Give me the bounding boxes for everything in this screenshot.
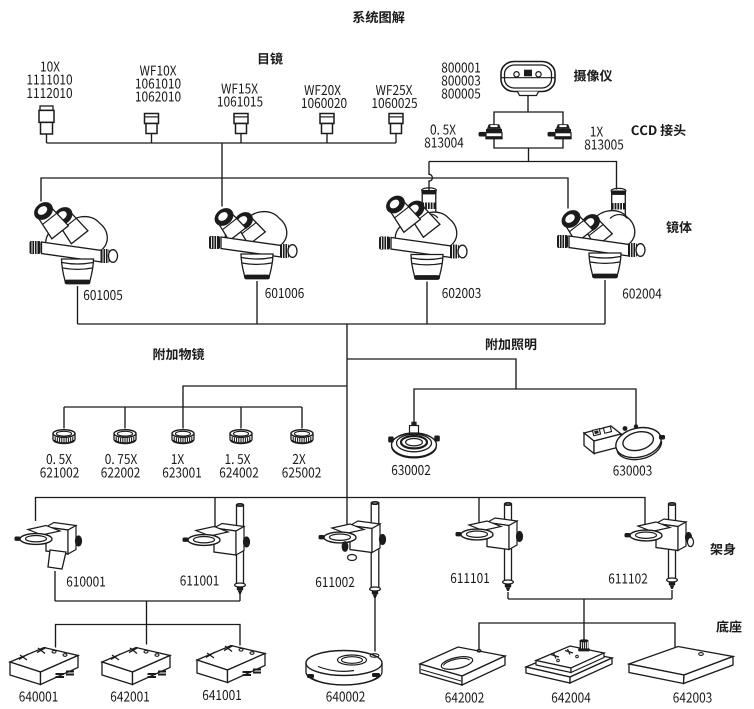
base-code-6 bbox=[673, 692, 712, 703]
camera-code-0 bbox=[441, 62, 481, 73]
stand-code-2 bbox=[315, 576, 355, 588]
objective-name-0 bbox=[46, 453, 72, 465]
ccd-name-0 bbox=[430, 124, 456, 135]
section-label-ccd bbox=[631, 123, 686, 137]
base-code-0 bbox=[19, 691, 58, 702]
eyepiece-name-4 bbox=[375, 84, 413, 96]
body-code-2 bbox=[442, 287, 481, 299]
section-label-objectives bbox=[153, 347, 205, 361]
lamp-symbols bbox=[388, 421, 665, 461]
eyepiece-symbol-wf20x bbox=[319, 112, 335, 135]
body-601006 bbox=[208, 203, 298, 281]
stand-611102 bbox=[623, 502, 695, 590]
objective-code-0 bbox=[40, 467, 79, 478]
ccd-code-0 bbox=[424, 137, 464, 148]
objective-symbol-075x bbox=[113, 428, 137, 445]
eyepiece-code-1b bbox=[135, 91, 181, 102]
stand-code-0 bbox=[66, 576, 106, 587]
title bbox=[352, 10, 405, 24]
eyepiece-code-4a bbox=[372, 97, 417, 109]
stand-code-4 bbox=[608, 573, 648, 584]
base-code-1 bbox=[110, 691, 150, 702]
section-label-bodies bbox=[666, 220, 692, 234]
eyepiece-name-2 bbox=[221, 83, 258, 94]
eyepiece-code-0b bbox=[27, 87, 73, 99]
section-label-bases bbox=[716, 620, 742, 633]
body-602004 bbox=[556, 187, 646, 280]
body-code-0 bbox=[83, 289, 123, 301]
eyepiece-symbol-wf10x bbox=[143, 112, 160, 135]
section-label-illumination bbox=[485, 337, 537, 351]
stand-611002 bbox=[317, 500, 387, 599]
eyepiece-name-3 bbox=[304, 84, 341, 96]
section-label-camera bbox=[573, 69, 613, 82]
objective-symbol-05x bbox=[52, 428, 76, 445]
objective-code-3 bbox=[219, 467, 259, 478]
objective-name-4 bbox=[292, 453, 306, 464]
objective-name-1 bbox=[105, 453, 138, 465]
stand-610001 bbox=[13, 521, 83, 570]
stand-symbols bbox=[13, 500, 695, 599]
objective-name-3 bbox=[225, 454, 251, 465]
camera-code-2 bbox=[441, 88, 481, 99]
ccd-name-1 bbox=[590, 126, 604, 137]
eyepiece-name-1 bbox=[139, 65, 177, 76]
eyepiece-symbol-wf15x bbox=[233, 112, 249, 135]
base-code-4 bbox=[445, 692, 484, 703]
ring-light-630003 bbox=[582, 424, 665, 461]
stand-611101 bbox=[454, 502, 524, 592]
body-601005 bbox=[29, 197, 119, 286]
eyepiece-code-1a bbox=[135, 78, 181, 89]
base-code-3 bbox=[326, 691, 365, 702]
camera-symbol bbox=[500, 60, 556, 97]
objective-symbol-1x bbox=[171, 428, 195, 445]
base-642004 bbox=[523, 639, 615, 685]
body-symbols bbox=[29, 187, 646, 286]
eyepiece-symbol-10x bbox=[38, 105, 55, 135]
ring-light-630002 bbox=[388, 421, 440, 459]
eyepiece-code-3a bbox=[301, 97, 347, 109]
ccd-code-1 bbox=[584, 139, 624, 150]
base-640002 bbox=[305, 649, 383, 686]
objective-name-2 bbox=[171, 454, 185, 464]
base-642003 bbox=[626, 645, 736, 685]
body-602003 bbox=[378, 187, 468, 281]
eyepiece-name-0 bbox=[41, 61, 60, 72]
objective-symbol-15x bbox=[229, 428, 253, 445]
objective-code-2 bbox=[162, 467, 202, 478]
base-code-2 bbox=[202, 689, 242, 701]
stand-code-3 bbox=[450, 572, 490, 584]
stand-611001 bbox=[181, 503, 251, 595]
camera-code-1 bbox=[441, 75, 481, 86]
stand-code-1 bbox=[180, 575, 219, 586]
objective-code-1 bbox=[101, 467, 140, 478]
objective-code-4 bbox=[282, 467, 321, 478]
body-code-3 bbox=[622, 288, 662, 299]
lamp-code-1 bbox=[613, 465, 652, 476]
base-642002 bbox=[418, 646, 508, 687]
base-symbols bbox=[9, 639, 736, 687]
eyepiece-code-0a bbox=[27, 74, 73, 85]
body-code-1 bbox=[265, 287, 304, 299]
labels bbox=[19, 10, 742, 703]
lamp-code-0 bbox=[391, 464, 431, 476]
base-code-5 bbox=[551, 692, 591, 703]
objective-symbol-2x bbox=[290, 428, 314, 445]
eyepiece-code-2a bbox=[217, 96, 263, 107]
section-label-stands bbox=[710, 542, 736, 556]
eyepiece-symbol-wf25x bbox=[388, 112, 404, 135]
connector-lines bbox=[34, 95, 676, 653]
section-label-eyepieces bbox=[258, 52, 283, 65]
